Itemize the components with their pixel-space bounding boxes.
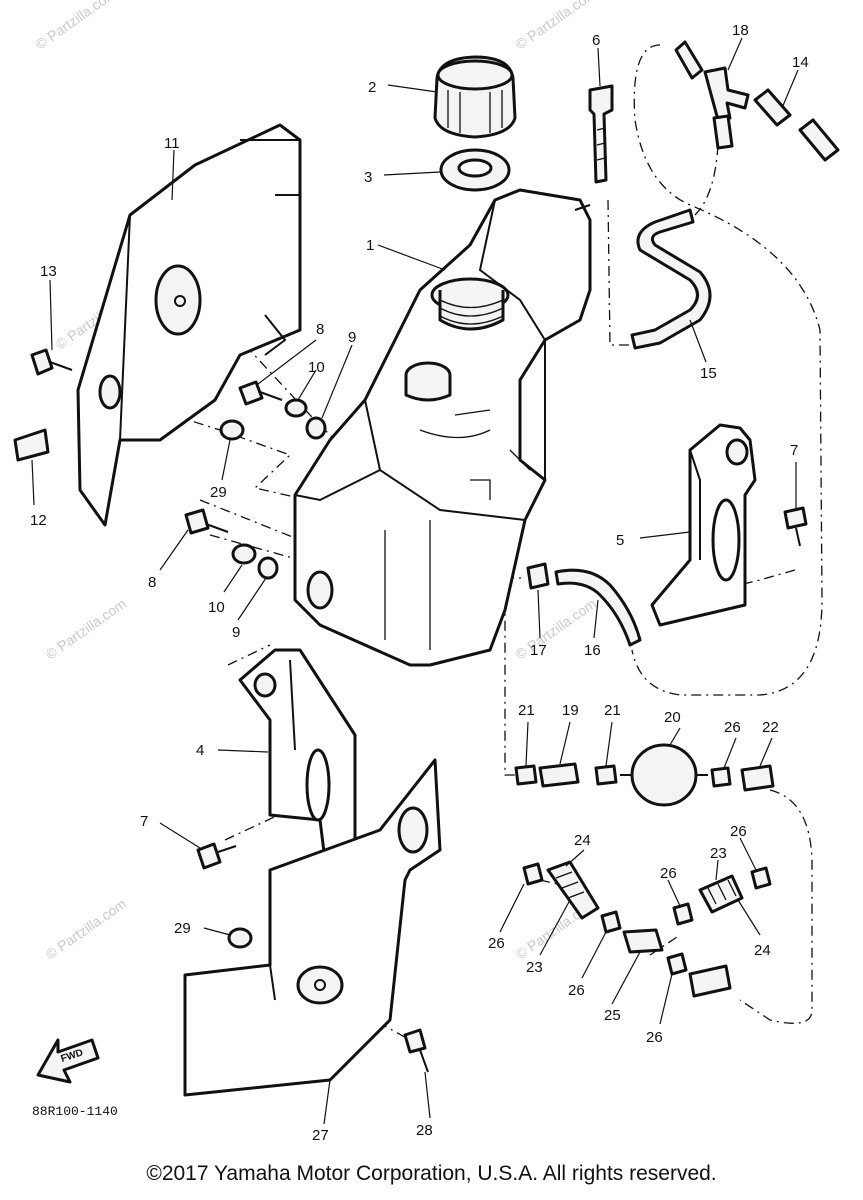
- washer-29-lower: [227, 927, 253, 949]
- watermark: © Partzilla.com: [43, 595, 129, 662]
- callout-9-lower: 9: [232, 624, 240, 641]
- callout-11: 11: [164, 135, 180, 152]
- tank-bracket-left: [238, 648, 357, 862]
- callout-6: 6: [592, 32, 600, 49]
- trim-clip: [13, 428, 50, 462]
- drawing-code: 88R100-1140: [32, 1104, 118, 1119]
- callout-27: 27: [312, 1127, 329, 1144]
- callout-9-upper: 9: [348, 329, 356, 346]
- watermark: © Partzilla.com: [513, 0, 599, 52]
- bolt-7-left: [196, 842, 237, 870]
- callout-5: 5: [616, 532, 624, 549]
- callout-8-upper: 8: [316, 321, 324, 338]
- bolt-8-lower: [184, 508, 279, 580]
- side-cover-lower: [183, 758, 442, 1097]
- callout-26-lower: 26: [568, 982, 585, 999]
- callout-17: 17: [530, 642, 547, 659]
- callout-21-left: 21: [518, 702, 535, 719]
- vent-tube-and-tee: [674, 40, 840, 162]
- callout-23-left: 23: [526, 959, 543, 976]
- callout-10-lower: 10: [208, 599, 225, 616]
- vent-hose: [630, 208, 712, 350]
- callout-3: 3: [364, 169, 372, 186]
- callout-7-right: 7: [790, 442, 798, 459]
- fuel-cap: [433, 55, 517, 139]
- callout-4: 4: [196, 742, 204, 759]
- callout-16: 16: [584, 642, 601, 659]
- callout-10-upper: 10: [308, 359, 325, 376]
- callout-2: 2: [368, 79, 376, 96]
- callout-18: 18: [732, 22, 749, 39]
- callout-22: 22: [762, 719, 779, 736]
- callout-26-mid: 26: [660, 865, 677, 882]
- copyright-notice: ©2017 Yamaha Motor Corporation, U.S.A. A…: [146, 1162, 717, 1185]
- callout-25: 25: [604, 1007, 621, 1024]
- tank-bracket-right: [650, 423, 757, 627]
- callout-23-right: 23: [710, 845, 727, 862]
- watermark: © Partzilla.com: [33, 0, 119, 52]
- fuel-tank: [293, 188, 592, 667]
- fuel-filter-group: [514, 743, 775, 807]
- leader-lines: [31, 37, 799, 1125]
- cap-gasket: [439, 148, 511, 192]
- callout-7-left: 7: [140, 813, 148, 830]
- fuel-hose-16: [526, 562, 642, 647]
- callout-26-bottom: 26: [646, 1029, 663, 1046]
- callout-12: 12: [30, 512, 47, 529]
- band-clip: [588, 84, 614, 184]
- callout-20: 20: [664, 709, 681, 726]
- callout-15: 15: [700, 365, 717, 382]
- watermark: © Partzilla.com: [43, 895, 129, 962]
- callout-24-right: 24: [754, 942, 771, 959]
- callout-1: 1: [366, 237, 374, 254]
- callout-8-lower: 8: [148, 574, 156, 591]
- callout-26-right: 26: [730, 823, 747, 840]
- bolt-8-upper: [219, 380, 327, 441]
- callout-19: 19: [562, 702, 579, 719]
- callout-24-left: 24: [574, 832, 591, 849]
- callout-29-lower: 29: [174, 920, 191, 937]
- callout-28: 28: [416, 1122, 433, 1139]
- callout-26-left: 26: [488, 935, 505, 952]
- bolt-28: [403, 1028, 429, 1073]
- callout-29-upper: 29: [210, 484, 227, 501]
- forward-arrow: FWD: [36, 1038, 100, 1084]
- callout-14: 14: [792, 54, 809, 71]
- screw-13: [30, 348, 73, 376]
- hose-joints: [522, 860, 772, 998]
- callout-26-top: 26: [724, 719, 741, 736]
- side-cover-upper: [76, 123, 302, 527]
- bolt-7-right: [783, 506, 808, 547]
- part-callouts: 2 3 1 6 18 14 15 5 7 16 17 11 13 12 8 10…: [30, 22, 809, 1144]
- callout-21-right: 21: [604, 702, 621, 719]
- callout-13: 13: [40, 263, 57, 280]
